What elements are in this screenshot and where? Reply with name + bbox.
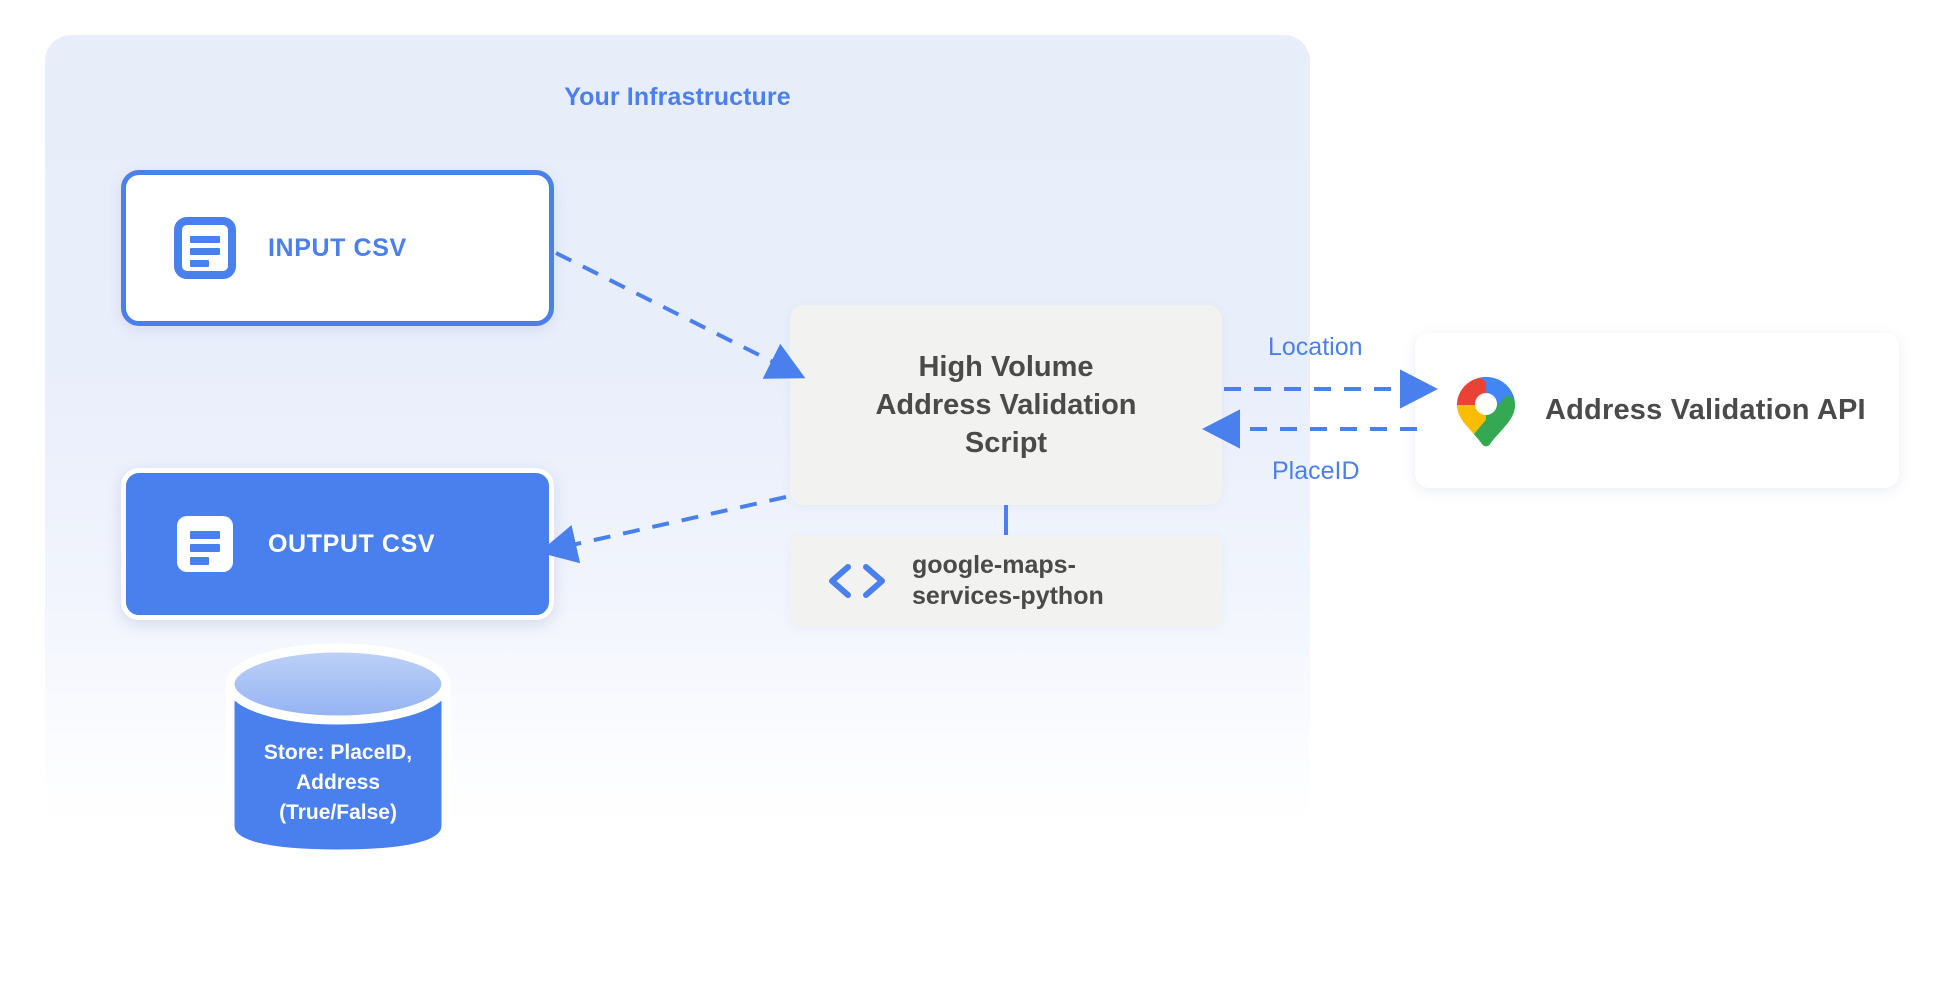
node-output-csv[interactable]: OUTPUT CSV [121, 468, 554, 620]
node-validation-script[interactable]: High Volume Address Validation Script [790, 305, 1222, 505]
google-maps-library-label: google-maps- services-python [912, 550, 1104, 611]
node-address-validation-api[interactable]: Address Validation API [1415, 333, 1899, 488]
node-google-maps-library[interactable]: google-maps- services-python [790, 535, 1222, 627]
edge-label-placeid: PlaceID [1272, 457, 1360, 485]
code-icon [829, 564, 885, 598]
address-validation-api-label: Address Validation API [1545, 394, 1866, 426]
document-icon [174, 217, 236, 279]
script-library-connector [1004, 505, 1008, 535]
document-icon [177, 516, 233, 572]
input-csv-label: INPUT CSV [268, 233, 407, 262]
google-maps-pin-icon [1457, 376, 1515, 446]
your-infrastructure-title: Your Infrastructure [564, 83, 791, 111]
node-database[interactable]: Store: PlaceID, Address (True/False) [218, 640, 458, 875]
edge-label-location: Location [1268, 333, 1363, 361]
node-input-csv[interactable]: INPUT CSV [121, 170, 554, 326]
output-csv-label: OUTPUT CSV [268, 529, 436, 558]
database-cylinder-icon [225, 643, 451, 859]
validation-script-label: High Volume Address Validation Script [875, 350, 1137, 460]
